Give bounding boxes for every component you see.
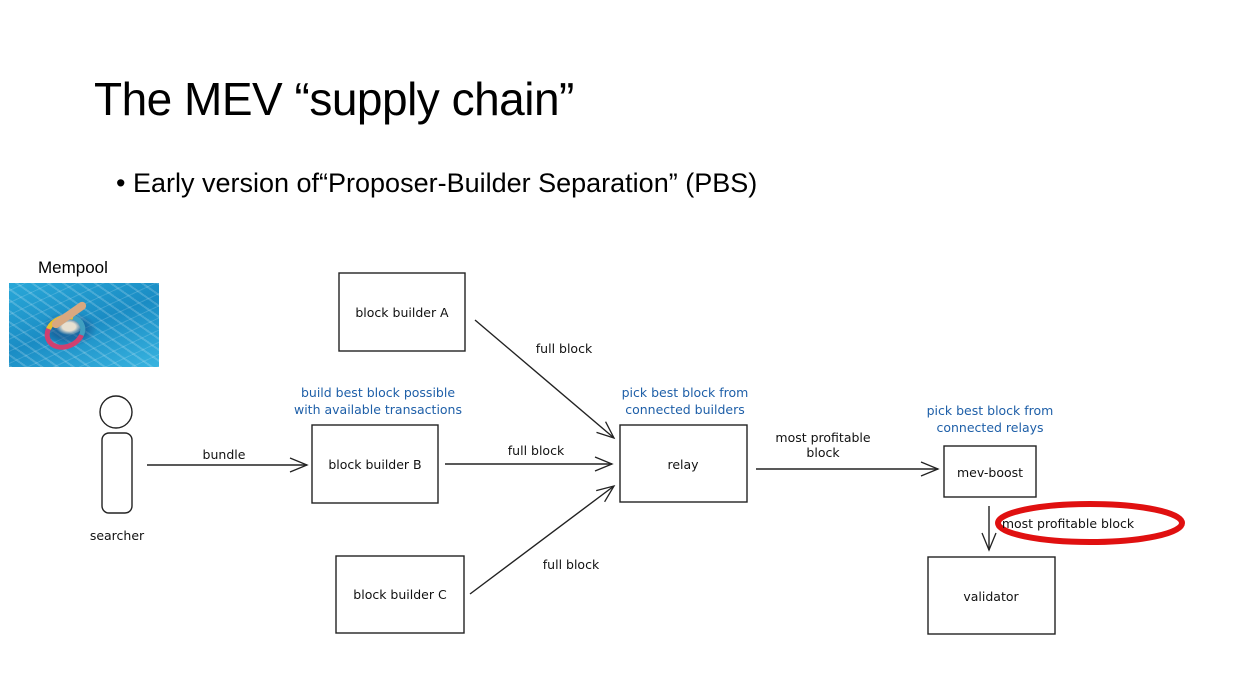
searcher-head-icon [99, 395, 133, 429]
edge-label-most-profitable-block: most profitable block [1002, 516, 1135, 531]
node-builder-a [338, 272, 466, 352]
mempool-label: Mempool [38, 258, 108, 277]
label-relay: relay [667, 457, 699, 472]
note-mev-boost-2: connected relays [936, 420, 1043, 435]
edge-label-full-block-c: full block [543, 557, 600, 572]
note-builder-b-1: build best block possible [301, 385, 455, 400]
node-builder-b [311, 424, 439, 504]
node-validator [927, 556, 1056, 635]
mempool-image [9, 283, 159, 367]
highlight-circle [995, 501, 1185, 545]
label-builder-b: block builder B [328, 457, 421, 472]
searcher-body-icon [101, 432, 133, 514]
note-relay-2: connected builders [625, 402, 745, 417]
edge-label-full-block-a: full block [536, 341, 593, 356]
label-builder-a: block builder A [355, 305, 449, 320]
edge-label-most-profitable-1: most profitable [775, 430, 871, 445]
bullet-point: • Early version of“Proposer-Builder Sepa… [116, 168, 758, 198]
label-builder-c: block builder C [353, 587, 447, 602]
node-relay [619, 424, 748, 503]
edge-label-full-block-b: full block [508, 443, 565, 458]
edge-builder-a-relay [474, 319, 616, 440]
label-searcher: searcher [90, 528, 145, 543]
note-mev-boost-1: pick best block from [927, 403, 1054, 418]
slide-title: The MEV “supply chain” [94, 73, 574, 125]
node-mev-boost [943, 445, 1037, 498]
note-builder-b-2: with available transactions [294, 402, 462, 417]
edge-label-bundle: bundle [203, 447, 246, 462]
note-relay-1: pick best block from [622, 385, 749, 400]
label-validator: validator [963, 589, 1019, 604]
edge-builder-c-relay [469, 484, 616, 595]
label-mev-boost: mev-boost [957, 465, 1023, 480]
edge-label-most-profitable-2: block [806, 445, 840, 460]
node-builder-c [335, 555, 465, 634]
